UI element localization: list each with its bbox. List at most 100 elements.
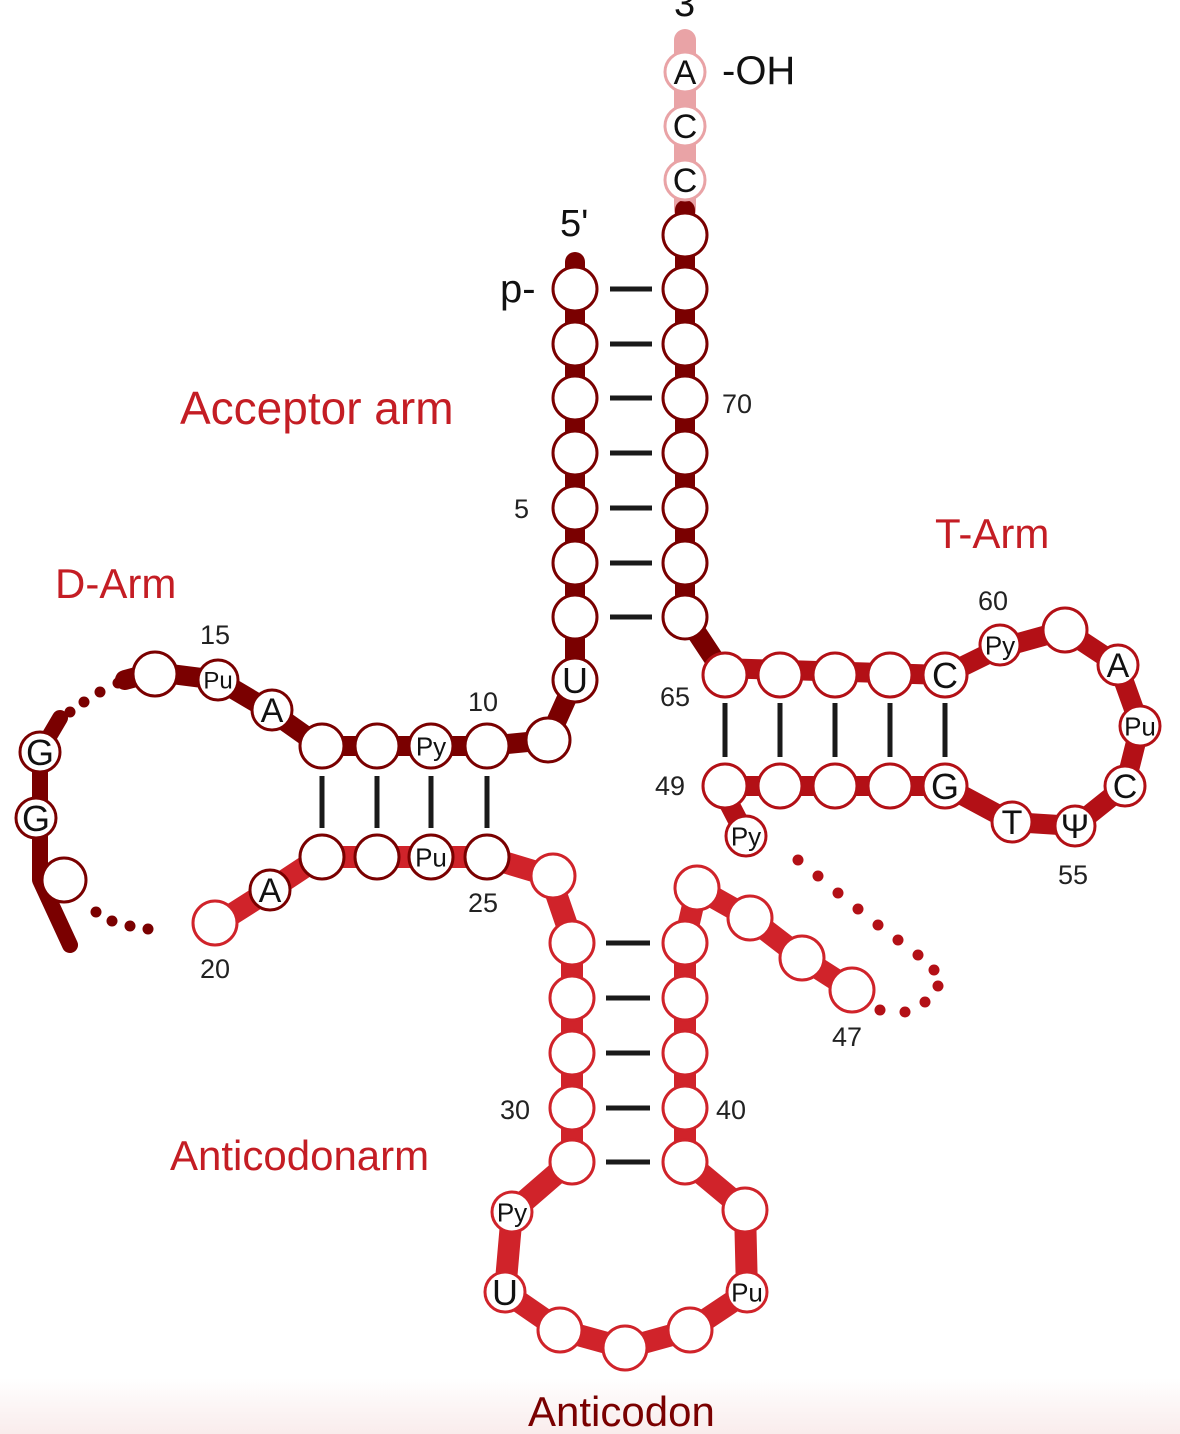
backbone-dot xyxy=(928,964,940,976)
nucleotide-circle xyxy=(18,730,62,774)
nucleotide-circle xyxy=(866,762,914,810)
nucleotide-circle xyxy=(756,651,804,699)
nucleotide-label: C xyxy=(673,162,698,200)
pos-40: 40 xyxy=(716,1095,746,1125)
nucleotide-circle xyxy=(921,762,969,810)
nucleotide-circle xyxy=(828,966,876,1014)
backbone-dot xyxy=(932,980,944,992)
nucleotide xyxy=(601,1324,649,1372)
nucleotide-d-py: Py xyxy=(407,722,455,770)
nucleotide xyxy=(701,762,749,810)
nucleotide-label: G xyxy=(931,766,959,807)
backbone-dot xyxy=(112,677,124,689)
nucleotide xyxy=(548,919,596,967)
nucleotide-circle xyxy=(661,1084,709,1132)
nucleotide xyxy=(661,265,709,313)
nucleotide xyxy=(661,539,709,587)
nucleotide-circle xyxy=(14,796,58,840)
nucleotide-circle xyxy=(1103,764,1147,808)
pos-55: 55 xyxy=(1058,860,1088,890)
nucleotide-circle xyxy=(1096,643,1140,687)
pos-60: 60 xyxy=(978,586,1008,616)
nucleotide-circle xyxy=(131,650,179,698)
five-prime-phosphate: p- xyxy=(500,267,536,311)
backbone-dot xyxy=(832,887,844,899)
pos-15: 15 xyxy=(200,620,230,650)
nucleotide-circle xyxy=(40,856,88,904)
backbone-dot xyxy=(94,686,106,698)
nucleotide-circle xyxy=(548,974,596,1022)
nucleotide-label: A xyxy=(261,692,284,730)
nucleotide-circle xyxy=(548,1029,596,1077)
nucleotide-circle xyxy=(661,1029,709,1077)
nucleotide-label: A xyxy=(674,54,697,92)
nucleotide xyxy=(721,1186,769,1234)
variable-region-dots xyxy=(64,677,944,1018)
nucleotide-label: U xyxy=(492,1272,518,1313)
nucleotide-circle xyxy=(726,894,774,942)
nucleotide-circle xyxy=(551,484,599,532)
nucleotide-circle xyxy=(661,211,709,259)
nucleotide-circle xyxy=(811,762,859,810)
nucleotide xyxy=(548,1029,596,1077)
nucleotide-var-py: Py xyxy=(724,814,768,858)
nucleotide-t-t: T xyxy=(990,800,1034,844)
nucleotide-circle xyxy=(353,722,401,770)
nucleotide-circle xyxy=(191,899,239,947)
nucleotide xyxy=(756,651,804,699)
nucleotide xyxy=(661,429,709,477)
nucleotide-circle xyxy=(548,1084,596,1132)
nucleotide-circle xyxy=(529,852,577,900)
nucleotide xyxy=(551,265,599,313)
nucleotide-circle xyxy=(701,762,749,810)
nucleotide-circle xyxy=(483,1270,527,1314)
pos-49: 49 xyxy=(655,771,685,801)
nucleotide-ac-py: Py xyxy=(490,1190,534,1234)
nucleotide-label: G xyxy=(22,798,50,839)
nucleotide xyxy=(463,833,511,881)
label-anticodon: Anticodon xyxy=(528,1388,715,1434)
nucleotide-circle xyxy=(551,656,599,704)
nucleotide-t-c2: C xyxy=(1103,764,1147,808)
nucleotide-circle xyxy=(663,158,707,202)
nucleotide-circle xyxy=(663,104,707,148)
nucleotide-d-g1: G xyxy=(18,730,62,774)
nucleotide xyxy=(673,864,721,912)
backbone-dot xyxy=(142,923,154,935)
nucleotide xyxy=(811,762,859,810)
nucleotide-circle xyxy=(661,429,709,477)
nucleotide xyxy=(866,762,914,810)
nucleotide-label: G xyxy=(26,732,54,773)
nucleotide xyxy=(548,974,596,1022)
nucleotide-circle xyxy=(548,919,596,967)
nucleotide xyxy=(661,374,709,422)
nucleotide xyxy=(828,966,876,1014)
nucleotide-circle xyxy=(298,833,346,881)
nucleotide-circle xyxy=(724,814,768,858)
nucleotide-label: C xyxy=(1113,768,1138,806)
nucleotide-circle xyxy=(990,800,1034,844)
nucleotide xyxy=(661,484,709,532)
nucleotide-circle xyxy=(721,1186,769,1234)
nucleotide-circle xyxy=(536,1306,584,1354)
nucleotide-label: Py xyxy=(731,821,761,851)
nucleotide xyxy=(551,320,599,368)
nucleotide-label: Pu xyxy=(415,842,447,872)
nucleotide-circle xyxy=(407,722,455,770)
nucleotide xyxy=(548,1138,596,1186)
nucleotide-circle xyxy=(1041,606,1089,654)
pos-70: 70 xyxy=(722,389,752,419)
nucleotide xyxy=(661,320,709,368)
backbone-dot xyxy=(106,915,118,927)
nucleotide-cca-c2: C xyxy=(663,158,707,202)
nucleotide-label: Py xyxy=(416,731,446,761)
nucleotide-circle xyxy=(673,864,721,912)
nucleotide-circle xyxy=(463,833,511,881)
pos-65: 65 xyxy=(660,682,690,712)
nucleotide-circle xyxy=(725,1270,769,1314)
nucleotide-label: A xyxy=(1107,647,1130,685)
nucleotide-t-a: A xyxy=(1096,643,1140,687)
nucleotide-circle xyxy=(551,429,599,477)
nucleotide-circle xyxy=(666,1306,714,1354)
nucleotide-t-py60: Py xyxy=(978,623,1022,667)
